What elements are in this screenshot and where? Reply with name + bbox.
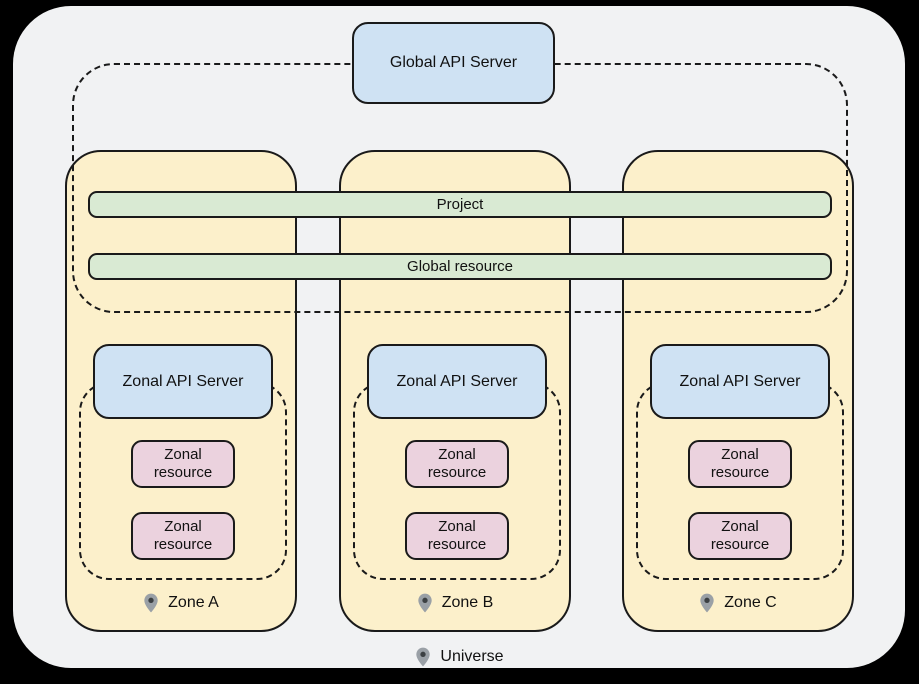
zone-a-label-row: Zone A — [67, 590, 295, 616]
zone-c-zonal-resource-1-box: Zonal resource — [688, 440, 792, 488]
zonal-api-server-label: Zonal API Server — [396, 372, 518, 390]
zone-b-zonal-api-server-box: Zonal API Server — [367, 344, 547, 419]
universe-label-row: Universe — [0, 644, 919, 670]
zone-label: Zone C — [724, 594, 777, 611]
zone-c-zonal-resource-2-box: Zonal resource — [688, 512, 792, 560]
location-pin-icon — [416, 647, 431, 667]
project-bar-label: Project — [436, 196, 484, 213]
zone-c-zonal-api-server-box: Zonal API Server — [650, 344, 830, 419]
zone-b-container: Zonal API Server Zonal resource Zonal re… — [339, 150, 571, 632]
location-pin-icon — [144, 593, 158, 613]
zone-label: Zone A — [168, 594, 219, 611]
zone-b-zonal-resource-1-box: Zonal resource — [405, 440, 509, 488]
location-pin-icon — [418, 593, 432, 613]
zonal-resource-label: Zonal resource — [153, 446, 213, 481]
zone-c-container: Zonal API Server Zonal resource Zonal re… — [622, 150, 854, 632]
zone-a-zonal-api-server-box: Zonal API Server — [93, 344, 273, 419]
zone-a-zonal-resource-1-box: Zonal resource — [131, 440, 235, 488]
global-api-server-label: Global API Server — [389, 54, 518, 71]
zone-label: Zone B — [441, 594, 494, 611]
location-pin-icon — [700, 593, 714, 613]
zone-b-zonal-resource-2-box: Zonal resource — [405, 512, 509, 560]
global-resource-bar-label: Global resource — [407, 258, 513, 275]
zonal-api-server-label: Zonal API Server — [679, 372, 801, 390]
zone-c-label-row: Zone C — [624, 590, 852, 616]
zonal-resource-label: Zonal resource — [153, 518, 213, 553]
zonal-resource-label: Zonal resource — [427, 518, 487, 553]
zone-a-container: Zonal API Server Zonal resource Zonal re… — [65, 150, 297, 632]
project-bar: Project — [88, 191, 832, 218]
zonal-resource-label: Zonal resource — [710, 446, 770, 481]
global-api-server-box: Global API Server — [352, 22, 555, 104]
zone-a-zonal-resource-2-box: Zonal resource — [131, 512, 235, 560]
zone-b-label-row: Zone B — [341, 590, 569, 616]
zonal-api-server-label: Zonal API Server — [122, 372, 244, 390]
global-resource-bar: Global resource — [88, 253, 832, 280]
universe-label: Universe — [440, 648, 504, 665]
zonal-resource-label: Zonal resource — [710, 518, 770, 553]
zonal-resource-label: Zonal resource — [427, 446, 487, 481]
